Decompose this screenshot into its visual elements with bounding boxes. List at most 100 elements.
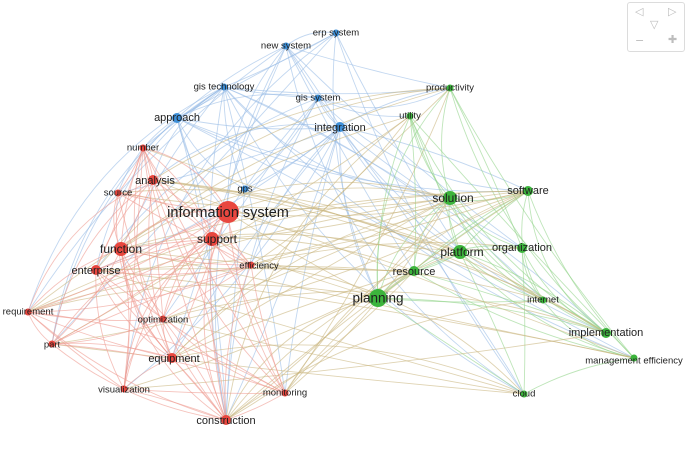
node-construction[interactable] [221, 415, 231, 425]
node-erp-system[interactable] [332, 29, 340, 37]
node-label-number[interactable]: number [127, 143, 159, 154]
node-label-gps[interactable]: gps [237, 184, 253, 195]
node-label-efficiency[interactable]: efficiency [239, 261, 279, 272]
node-label-planning[interactable]: planning [352, 291, 403, 306]
node-solution[interactable] [443, 191, 457, 205]
node-label-software[interactable]: software [507, 185, 549, 197]
node-gps[interactable] [241, 185, 249, 193]
zoom-out-icon[interactable]: − [635, 34, 645, 47]
edge-support-optimization [162, 238, 213, 320]
node-function[interactable] [114, 242, 128, 256]
node-organization[interactable] [517, 243, 527, 253]
edge-support-source [117, 192, 213, 240]
edge-gis-system-utility [317, 97, 411, 117]
node-management-efficiency[interactable] [630, 354, 638, 362]
node-analysis[interactable] [148, 175, 158, 185]
node-label-solution[interactable]: solution [432, 191, 473, 205]
node-optimization[interactable] [159, 315, 167, 323]
node-visualization[interactable] [120, 385, 128, 393]
edge-gis-technology-gps [223, 86, 246, 190]
node-label-source[interactable]: source [104, 188, 133, 199]
node-information-system[interactable] [217, 201, 239, 223]
edge-productivity-management-efficiency [449, 87, 635, 359]
node-label-cloud[interactable]: cloud [513, 389, 536, 400]
edge-requirement-monitoring [27, 311, 286, 394]
node-utility[interactable] [406, 112, 414, 120]
node-platform[interactable] [453, 245, 467, 259]
node-label-optimization[interactable]: optimization [138, 315, 189, 326]
edge-number-monitoring [142, 147, 286, 394]
pan-left-icon[interactable]: ◁ [635, 5, 644, 18]
node-support[interactable] [205, 232, 219, 246]
node-label-internet[interactable]: internet [527, 295, 559, 306]
node-equipment[interactable] [167, 353, 177, 363]
node-label-monitoring[interactable]: monitoring [263, 388, 307, 399]
edge-software-efficiency [250, 190, 529, 266]
node-label-visualization[interactable]: visualization [98, 385, 150, 396]
node-number[interactable] [139, 144, 147, 152]
node-label-resource[interactable]: resource [393, 266, 436, 278]
node-new-system[interactable] [282, 42, 290, 50]
node-label-information-system[interactable]: information system [167, 205, 289, 221]
node-label-erp-system[interactable]: erp system [313, 28, 360, 39]
edge-cloud-efficiency [250, 264, 525, 395]
node-monitoring[interactable] [281, 389, 289, 397]
node-integration[interactable] [335, 122, 345, 132]
node-label-equipment[interactable]: equipment [148, 353, 199, 365]
edge-software-requirement [27, 190, 529, 313]
edge-gis-technology-part [51, 86, 225, 345]
node-label-part[interactable]: part [44, 340, 61, 351]
node-efficiency[interactable] [247, 261, 255, 269]
node-gis-system[interactable] [314, 94, 322, 102]
edge-analysis-enterprise [95, 179, 154, 271]
node-gis-technology[interactable] [220, 83, 228, 91]
edge-requirement-equipment [27, 311, 173, 359]
node-label-support[interactable]: support [197, 232, 238, 246]
node-label-gis-technology[interactable]: gis technology [194, 82, 255, 93]
pan-right-icon[interactable]: ▷ [668, 5, 677, 18]
node-implementation[interactable] [601, 328, 611, 338]
node-cloud[interactable] [520, 390, 528, 398]
node-planning[interactable] [369, 289, 387, 307]
node-approach[interactable] [172, 113, 182, 123]
edge-planning-cloud [377, 297, 525, 395]
edge-integration-organization [339, 126, 523, 249]
node-source[interactable] [114, 189, 122, 197]
edge-resource-monitoring [284, 270, 415, 394]
edge-productivity-organization [449, 87, 523, 249]
edge-integration-source [117, 126, 341, 194]
node-software[interactable] [523, 186, 533, 196]
node-label-productivity[interactable]: productivity [426, 83, 474, 94]
node-label-analysis[interactable]: analysis [135, 175, 175, 187]
node-label-enterprise[interactable]: enterprise [72, 265, 121, 277]
node-requirement[interactable] [24, 308, 32, 316]
edge-new-system-integration [285, 45, 341, 128]
node-label-new-system[interactable]: new system [261, 41, 311, 52]
zoom-in-icon[interactable]: ✚ [668, 33, 678, 46]
edge-organization-planning [377, 247, 523, 299]
node-label-utility[interactable]: utility [399, 111, 421, 122]
node-label-approach[interactable]: approach [154, 112, 200, 124]
node-label-integration[interactable]: integration [314, 122, 365, 134]
node-label-management-efficiency[interactable]: management efficiency [585, 356, 683, 367]
node-label-platform[interactable]: platform [440, 245, 483, 259]
edge-productivity-solution [441, 87, 451, 199]
edge-resource-support [211, 237, 415, 272]
edge-number-visualization [123, 147, 144, 390]
node-label-implementation[interactable]: implementation [569, 327, 644, 339]
node-productivity[interactable] [446, 84, 454, 92]
node-enterprise[interactable] [91, 265, 101, 275]
node-resource[interactable] [409, 266, 419, 276]
pan-down-icon[interactable]: ▽ [650, 18, 659, 31]
node-label-organization[interactable]: organization [492, 242, 552, 254]
node-internet[interactable] [539, 296, 547, 304]
node-label-requirement[interactable]: requirement [3, 307, 54, 318]
node-part[interactable] [48, 340, 56, 348]
edge-implementation-analysis [152, 179, 607, 334]
node-label-function[interactable]: function [100, 242, 142, 256]
edge-cloud-equipment [171, 344, 525, 395]
edge-support-function [120, 238, 213, 250]
node-label-construction[interactable]: construction [196, 415, 255, 427]
node-label-gis-system[interactable]: gis system [296, 93, 341, 104]
